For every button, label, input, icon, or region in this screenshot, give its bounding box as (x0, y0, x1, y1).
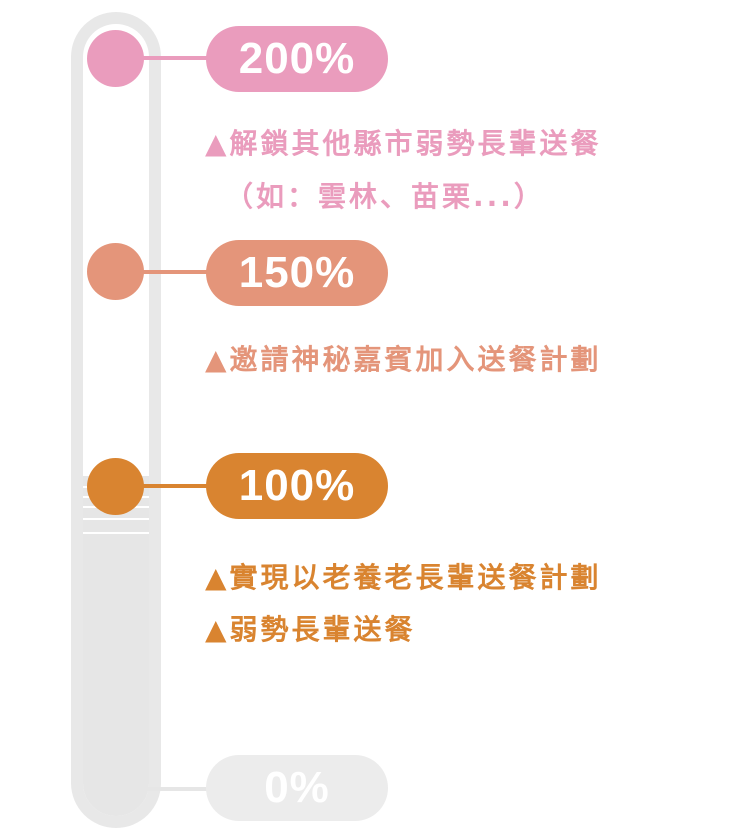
milestone-100-benefit-2: ▲弱勢長輩送餐 (205, 613, 416, 646)
milestone-150-dot (87, 243, 144, 300)
milestone-150-connector (140, 270, 214, 274)
milestone-200-connector (140, 56, 214, 60)
milestone-150-benefit-1: ▲邀請神秘嘉賓加入送餐計劃 (205, 343, 602, 376)
milestone-200-dot (87, 30, 144, 87)
milestone-0-connector (140, 787, 214, 791)
milestone-150-pill: 150% (206, 240, 388, 306)
milestone-100-connector (140, 484, 214, 488)
milestone-200-benefit-2: （如：雲林、苗栗...） (225, 180, 545, 213)
milestone-0-pill: 0% (206, 755, 388, 821)
milestone-100-pill: 100% (206, 453, 388, 519)
milestone-100-dot (87, 458, 144, 515)
milestone-200-benefit-1: ▲解鎖其他縣市弱勢長輩送餐 (205, 127, 602, 160)
progress-fill (83, 476, 149, 816)
progress-tube (71, 12, 161, 828)
milestone-100-benefit-1: ▲實現以老養老長輩送餐計劃 (205, 561, 602, 594)
milestone-200-pill: 200% (206, 26, 388, 92)
